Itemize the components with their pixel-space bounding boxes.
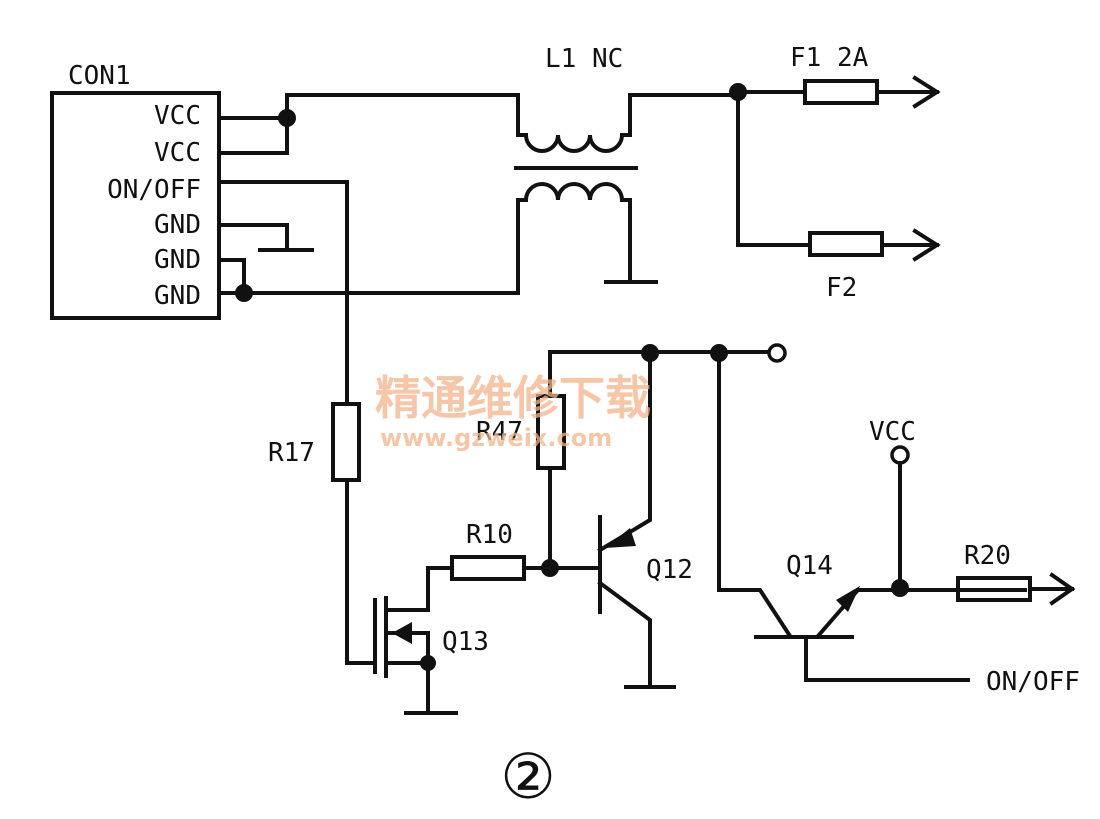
- resistor-r17: [331, 402, 361, 482]
- junction-dot-gnd: [235, 284, 253, 302]
- inductor-l1-bottom-winding: [516, 182, 658, 284]
- wire-gnd-pins-2-3: [217, 198, 520, 295]
- net-label-vcc: VCC: [869, 417, 916, 447]
- junction-dot-vcc: [278, 109, 296, 127]
- figure-number: ②: [500, 740, 556, 813]
- terminal-open-vcc: [890, 445, 910, 465]
- wire-top-rail: [548, 350, 772, 570]
- transistor-q12-arrow: [605, 528, 636, 548]
- watermark-text: 精通维修下载: [375, 371, 651, 425]
- fuse-f2-label: F2: [826, 273, 857, 303]
- terminal-open-rail: [767, 343, 787, 363]
- mosfet-q13-label: Q13: [442, 627, 489, 657]
- pin-label-gnd-1: GND: [154, 210, 201, 240]
- wire-q14-collector: [717, 351, 793, 639]
- junction-dot-r20: [891, 579, 909, 597]
- mosfet-q13-arrow: [392, 622, 412, 644]
- pin-label-vcc-1: VCC: [154, 101, 201, 131]
- net-label-on-off: ON/OFF: [986, 667, 1080, 697]
- transistor-q14-arrow: [836, 586, 860, 612]
- wire-gnd-pin-1: [217, 223, 314, 252]
- wire-vcc-pins: [217, 93, 520, 155]
- wire-fuse-bus: [736, 90, 812, 247]
- watermark-url: www.gzweix.com: [380, 424, 612, 452]
- resistor-r17-label: R17: [268, 438, 315, 468]
- transistor-q12-label: Q12: [646, 555, 693, 585]
- wire-q14-on-off: [804, 635, 970, 682]
- resistor-r20-label: R20: [964, 541, 1011, 571]
- pin-label-gnd-3: GND: [154, 281, 201, 311]
- output-arrow-f2: [880, 228, 941, 262]
- fuse-f1: [803, 79, 879, 105]
- junction-dot-q13: [420, 655, 436, 671]
- wire-on-off: [217, 180, 377, 665]
- inductor-l1-top-winding: [516, 93, 740, 153]
- resistor-r47: [536, 394, 566, 470]
- fuse-f2: [808, 231, 884, 257]
- resistor-r10: [450, 555, 526, 581]
- pin-label-on-off: ON/OFF: [107, 175, 201, 205]
- inductor-l1-label: L1 NC: [545, 44, 623, 74]
- output-arrow-f1: [875, 75, 941, 109]
- pin-label-vcc-2: VCC: [154, 138, 201, 168]
- connector-con1-label: CON1: [68, 61, 131, 91]
- fuse-f1-label: F1 2A: [790, 43, 869, 73]
- output-arrow-r20: [1028, 572, 1076, 606]
- resistor-r47-label: R47: [476, 417, 523, 447]
- resistor-r10-label: R10: [466, 520, 513, 550]
- connector-con1-body: [50, 91, 221, 320]
- pin-label-gnd-2: GND: [154, 245, 201, 275]
- transistor-q14-label: Q14: [786, 551, 833, 581]
